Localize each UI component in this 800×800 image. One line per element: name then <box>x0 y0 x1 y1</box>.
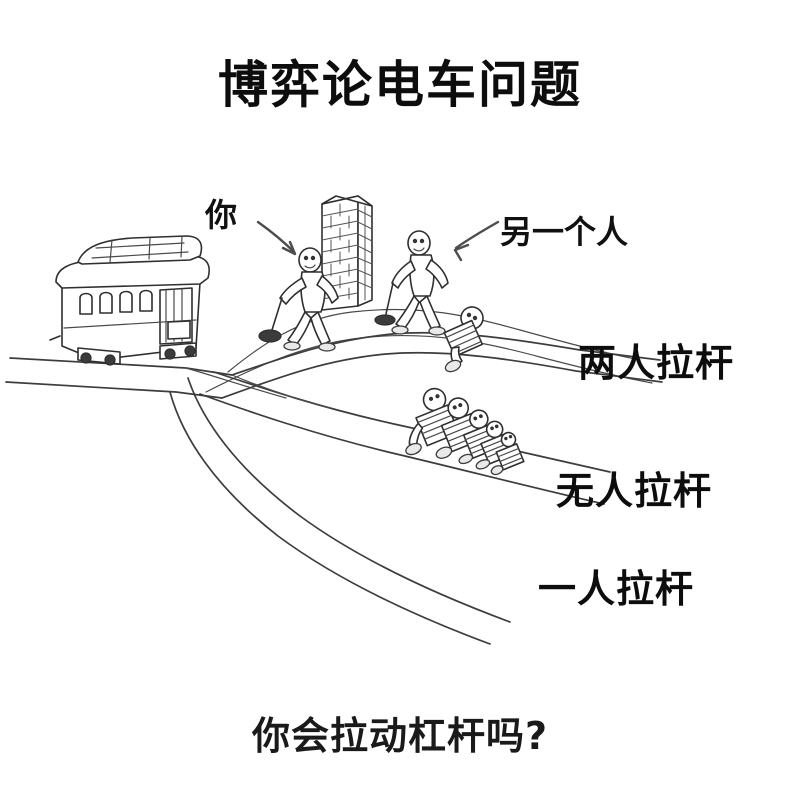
track-label-one-pull: 一人拉杆 <box>538 567 695 611</box>
victim-5 <box>490 431 525 476</box>
rail-branch-none-upper <box>213 371 611 473</box>
rail-branch-one-lower <box>169 391 491 645</box>
lever-right <box>385 282 394 315</box>
label-you: 你 <box>205 196 238 234</box>
stick-figure-you <box>258 247 339 352</box>
rail-branch-two-lower <box>221 351 663 399</box>
track-label-two-pull: 两人拉杆 <box>578 341 735 385</box>
victim-group-on-none-pull-track <box>405 387 525 476</box>
victim-single-on-two-pull-track <box>443 306 484 373</box>
rail-crossover-b <box>231 374 331 409</box>
arrow-pointing-to-other-person <box>453 220 500 262</box>
brick-wall <box>321 195 373 311</box>
page-title: 博弈论电车问题 <box>218 56 582 114</box>
rail-branch-none-lower <box>199 393 605 505</box>
rail-branch-two-upper <box>231 331 661 376</box>
trolley-car <box>49 235 210 366</box>
stick-figure-other-person <box>374 230 449 336</box>
lever-left <box>271 297 283 331</box>
label-other-person: 另一个人 <box>500 213 629 251</box>
rail-main-upper <box>9 357 233 376</box>
rail-crossover-a <box>185 367 287 399</box>
arrow-pointing-to-you <box>256 220 297 256</box>
bottom-caption: 你会拉动杠杆吗? <box>251 714 549 758</box>
track-label-none-pull: 无人拉杆 <box>556 469 713 513</box>
railway-tracks <box>5 331 663 645</box>
rail-branch-one-upper <box>187 377 511 623</box>
